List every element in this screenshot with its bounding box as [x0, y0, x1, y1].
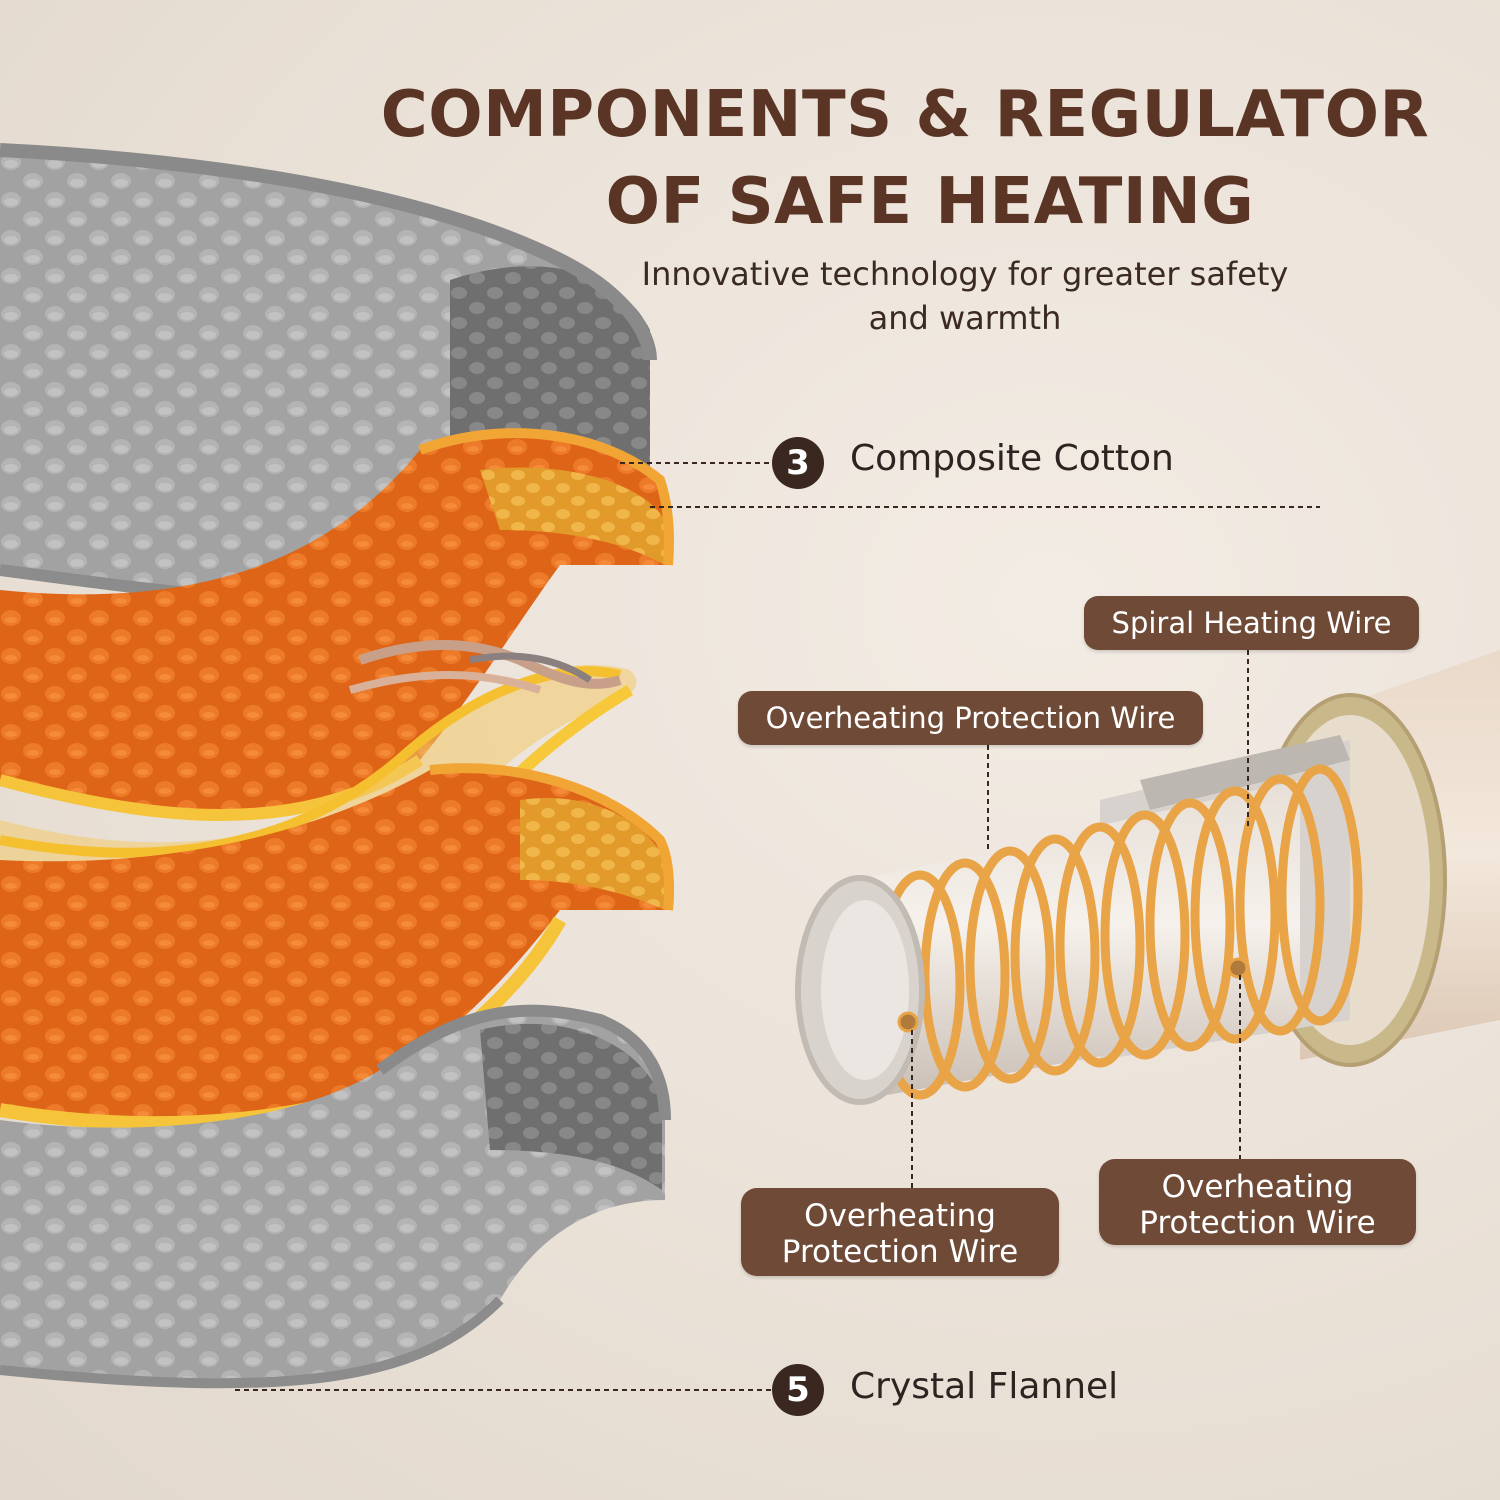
- subtitle-line-2: and warmth: [868, 299, 1062, 337]
- layer-label-crystal-flannel: Crystal Flannel: [850, 1366, 1119, 1407]
- subtitle-line-1: Innovative technology for greater safety: [641, 255, 1289, 293]
- overheating-protection-wire-label-top: Overheating Protection Wire: [738, 691, 1203, 745]
- heating-wire-cross-section: [795, 650, 1500, 1105]
- pill-line-2: Protection Wire: [1139, 1205, 1376, 1241]
- pill-line-2: Protection Wire: [781, 1234, 1019, 1270]
- subtitle: Innovative technology for greater safety…: [600, 252, 1330, 340]
- heading-line-1: COMPONENTS & REGULATOR: [380, 78, 1430, 152]
- spiral-coil: [875, 764, 1363, 1100]
- layer-number-badge: 5: [772, 1364, 824, 1416]
- overheating-protection-wire-label-left: Overheating Protection Wire: [741, 1188, 1059, 1276]
- spiral-heating-wire-label: Spiral Heating Wire: [1084, 596, 1419, 650]
- layer-label-composite-cotton: Composite Cotton: [850, 438, 1174, 479]
- composite-cotton-layer: [0, 428, 675, 821]
- layer-leader-lines: [235, 462, 1320, 1391]
- pill-line-1: Overheating: [1161, 1169, 1354, 1205]
- crystal-flannel-layer: [0, 1004, 671, 1389]
- pill-line-1: Overheating: [804, 1198, 996, 1234]
- overheating-protection-wire-label-right: Overheating Protection Wire: [1099, 1159, 1416, 1245]
- heading-line-2: OF SAFE HEATING: [605, 165, 1255, 239]
- layer-number-badge: 3: [772, 437, 824, 489]
- wire-leader-lines: [911, 650, 1249, 1188]
